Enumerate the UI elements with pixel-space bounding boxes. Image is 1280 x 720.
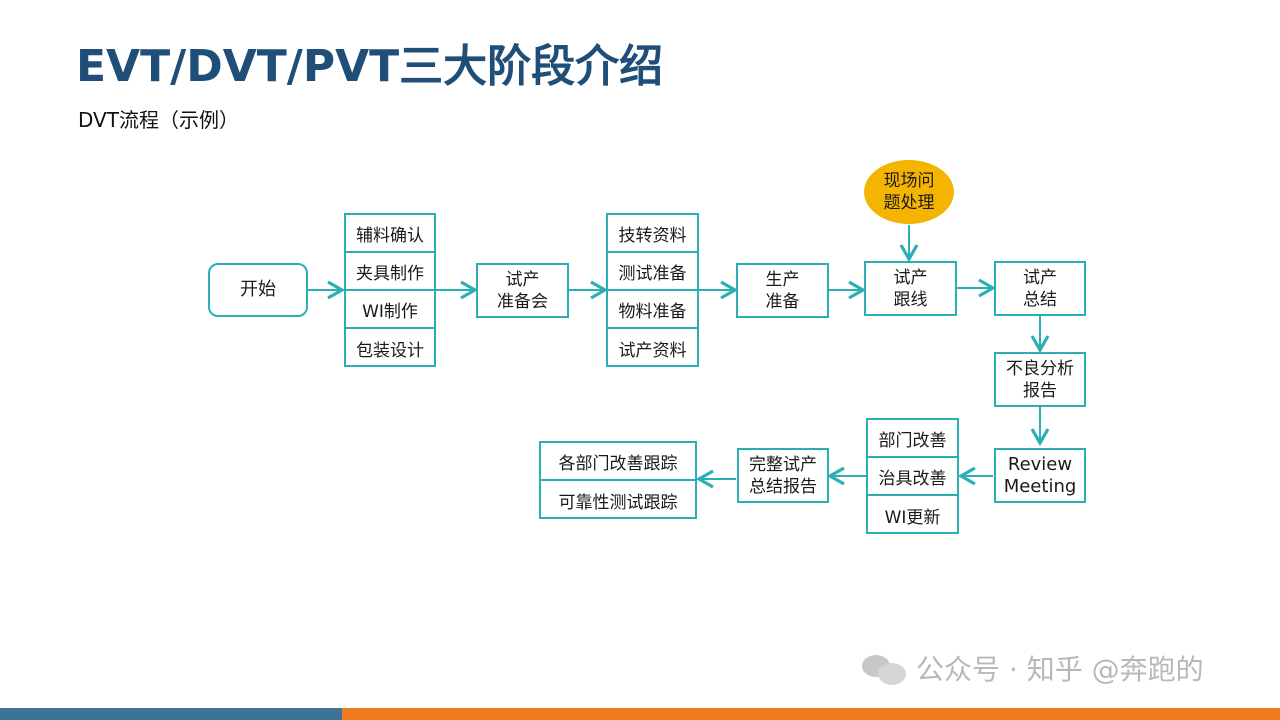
follow-up-node: 试产 跟线 xyxy=(864,261,957,316)
wechat-icon xyxy=(862,653,906,685)
prep2-item: 测试准备 xyxy=(608,253,697,291)
prep-item: 夹具制作 xyxy=(346,253,434,291)
improvement-item: 治具改善 xyxy=(868,458,957,496)
issue-handling-node: 现场问 题处理 xyxy=(864,160,954,224)
prep2-item: 技转资料 xyxy=(608,215,697,253)
improvements-stack: 部门改善 治具改善 WI更新 xyxy=(866,418,959,534)
bottom-bar-left xyxy=(0,708,342,720)
prep-item: 辅料确认 xyxy=(346,215,434,253)
tracking-item: 各部门改善跟踪 xyxy=(541,443,695,481)
improvement-item: 部门改善 xyxy=(868,420,957,458)
watermark: 公众号 · 知乎 @奔跑的 xyxy=(862,648,1204,688)
prep2-item: 物料准备 xyxy=(608,291,697,329)
prep2-item: 试产资料 xyxy=(618,340,687,361)
tracking-item: 可靠性测试跟踪 xyxy=(558,492,678,513)
prep-item: 包装设计 xyxy=(356,340,424,361)
bottom-bar-right xyxy=(342,708,1280,720)
review-meeting-node: Review Meeting xyxy=(994,448,1086,503)
prep-items-stack: 辅料确认 夹具制作 WI制作 包装设计 xyxy=(344,213,436,367)
tracking-stack: 各部门改善跟踪 可靠性测试跟踪 xyxy=(539,441,697,519)
improvement-item: WI更新 xyxy=(884,507,941,528)
prep2-items-stack: 技转资料 测试准备 物料准备 试产资料 xyxy=(606,213,699,367)
defect-report-node: 不良分析 报告 xyxy=(994,352,1086,407)
prep-meeting-node: 试产 准备会 xyxy=(476,263,569,318)
page-subtitle: DVT流程（示例） xyxy=(78,108,239,132)
watermark-text: 公众号 · 知乎 @奔跑的 xyxy=(916,653,1204,686)
start-node: 开始 xyxy=(208,263,308,317)
production-prep-node: 生产 准备 xyxy=(736,263,829,318)
prep-item: WI制作 xyxy=(346,291,434,329)
summary-node: 试产 总结 xyxy=(994,261,1086,316)
full-report-node: 完整试产 总结报告 xyxy=(737,448,829,503)
page-title: EVT/DVT/PVT三大阶段介绍 xyxy=(76,41,664,92)
